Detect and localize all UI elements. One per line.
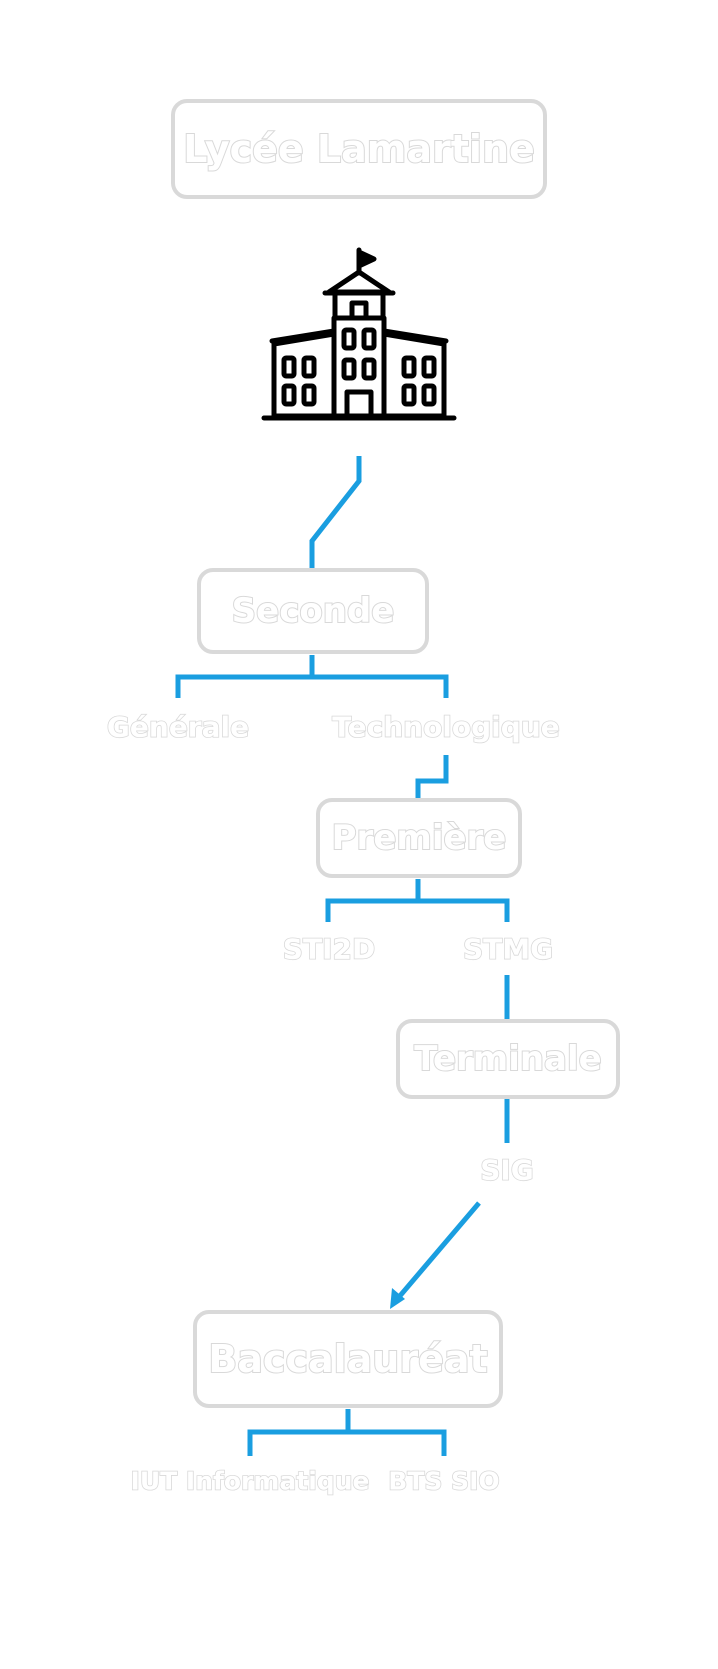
baccalaureat-box	[193, 1310, 503, 1408]
branch-sig-label: SIG	[480, 1154, 534, 1187]
branch-stmg-label: STMG	[463, 933, 553, 966]
seconde-node: Seconde	[197, 568, 429, 654]
branch-generale-label: Générale	[107, 711, 249, 744]
school-name-node: Lycée Lamartine	[171, 99, 547, 199]
connector-premiere-branches	[325, 879, 510, 922]
connector-seconde-branches	[175, 655, 449, 698]
branch-technologique-label: Technologique	[332, 711, 560, 744]
baccalaureat-node: Baccalauréat	[193, 1310, 503, 1408]
seconde-box	[197, 568, 429, 654]
arrow-sig-baccalaureat	[390, 1201, 481, 1309]
branch-bts-label: BTS SIO	[388, 1467, 499, 1496]
connector-bac-branches	[247, 1409, 447, 1456]
premiere-node: Première	[316, 798, 522, 878]
connector-technologique-premiere	[415, 755, 449, 798]
connector-school-seconde	[309, 456, 362, 568]
arrow-head-icon	[390, 1288, 405, 1309]
premiere-box	[316, 798, 522, 878]
seconde-label: Seconde	[232, 591, 395, 631]
school-name-box	[171, 99, 547, 199]
school-name-label: Lycée Lamartine	[183, 127, 535, 171]
branch-iut-label: IUT Informatique	[131, 1467, 370, 1496]
baccalaureat-label: Baccalauréat	[208, 1337, 487, 1381]
branch-sti2d-label: STI2D	[283, 933, 375, 966]
terminale-label: Terminale	[414, 1039, 601, 1079]
terminale-box	[396, 1019, 620, 1099]
terminale-node: Terminale	[396, 1019, 620, 1099]
school-building-icon	[261, 247, 457, 421]
premiere-label: Première	[332, 818, 507, 858]
